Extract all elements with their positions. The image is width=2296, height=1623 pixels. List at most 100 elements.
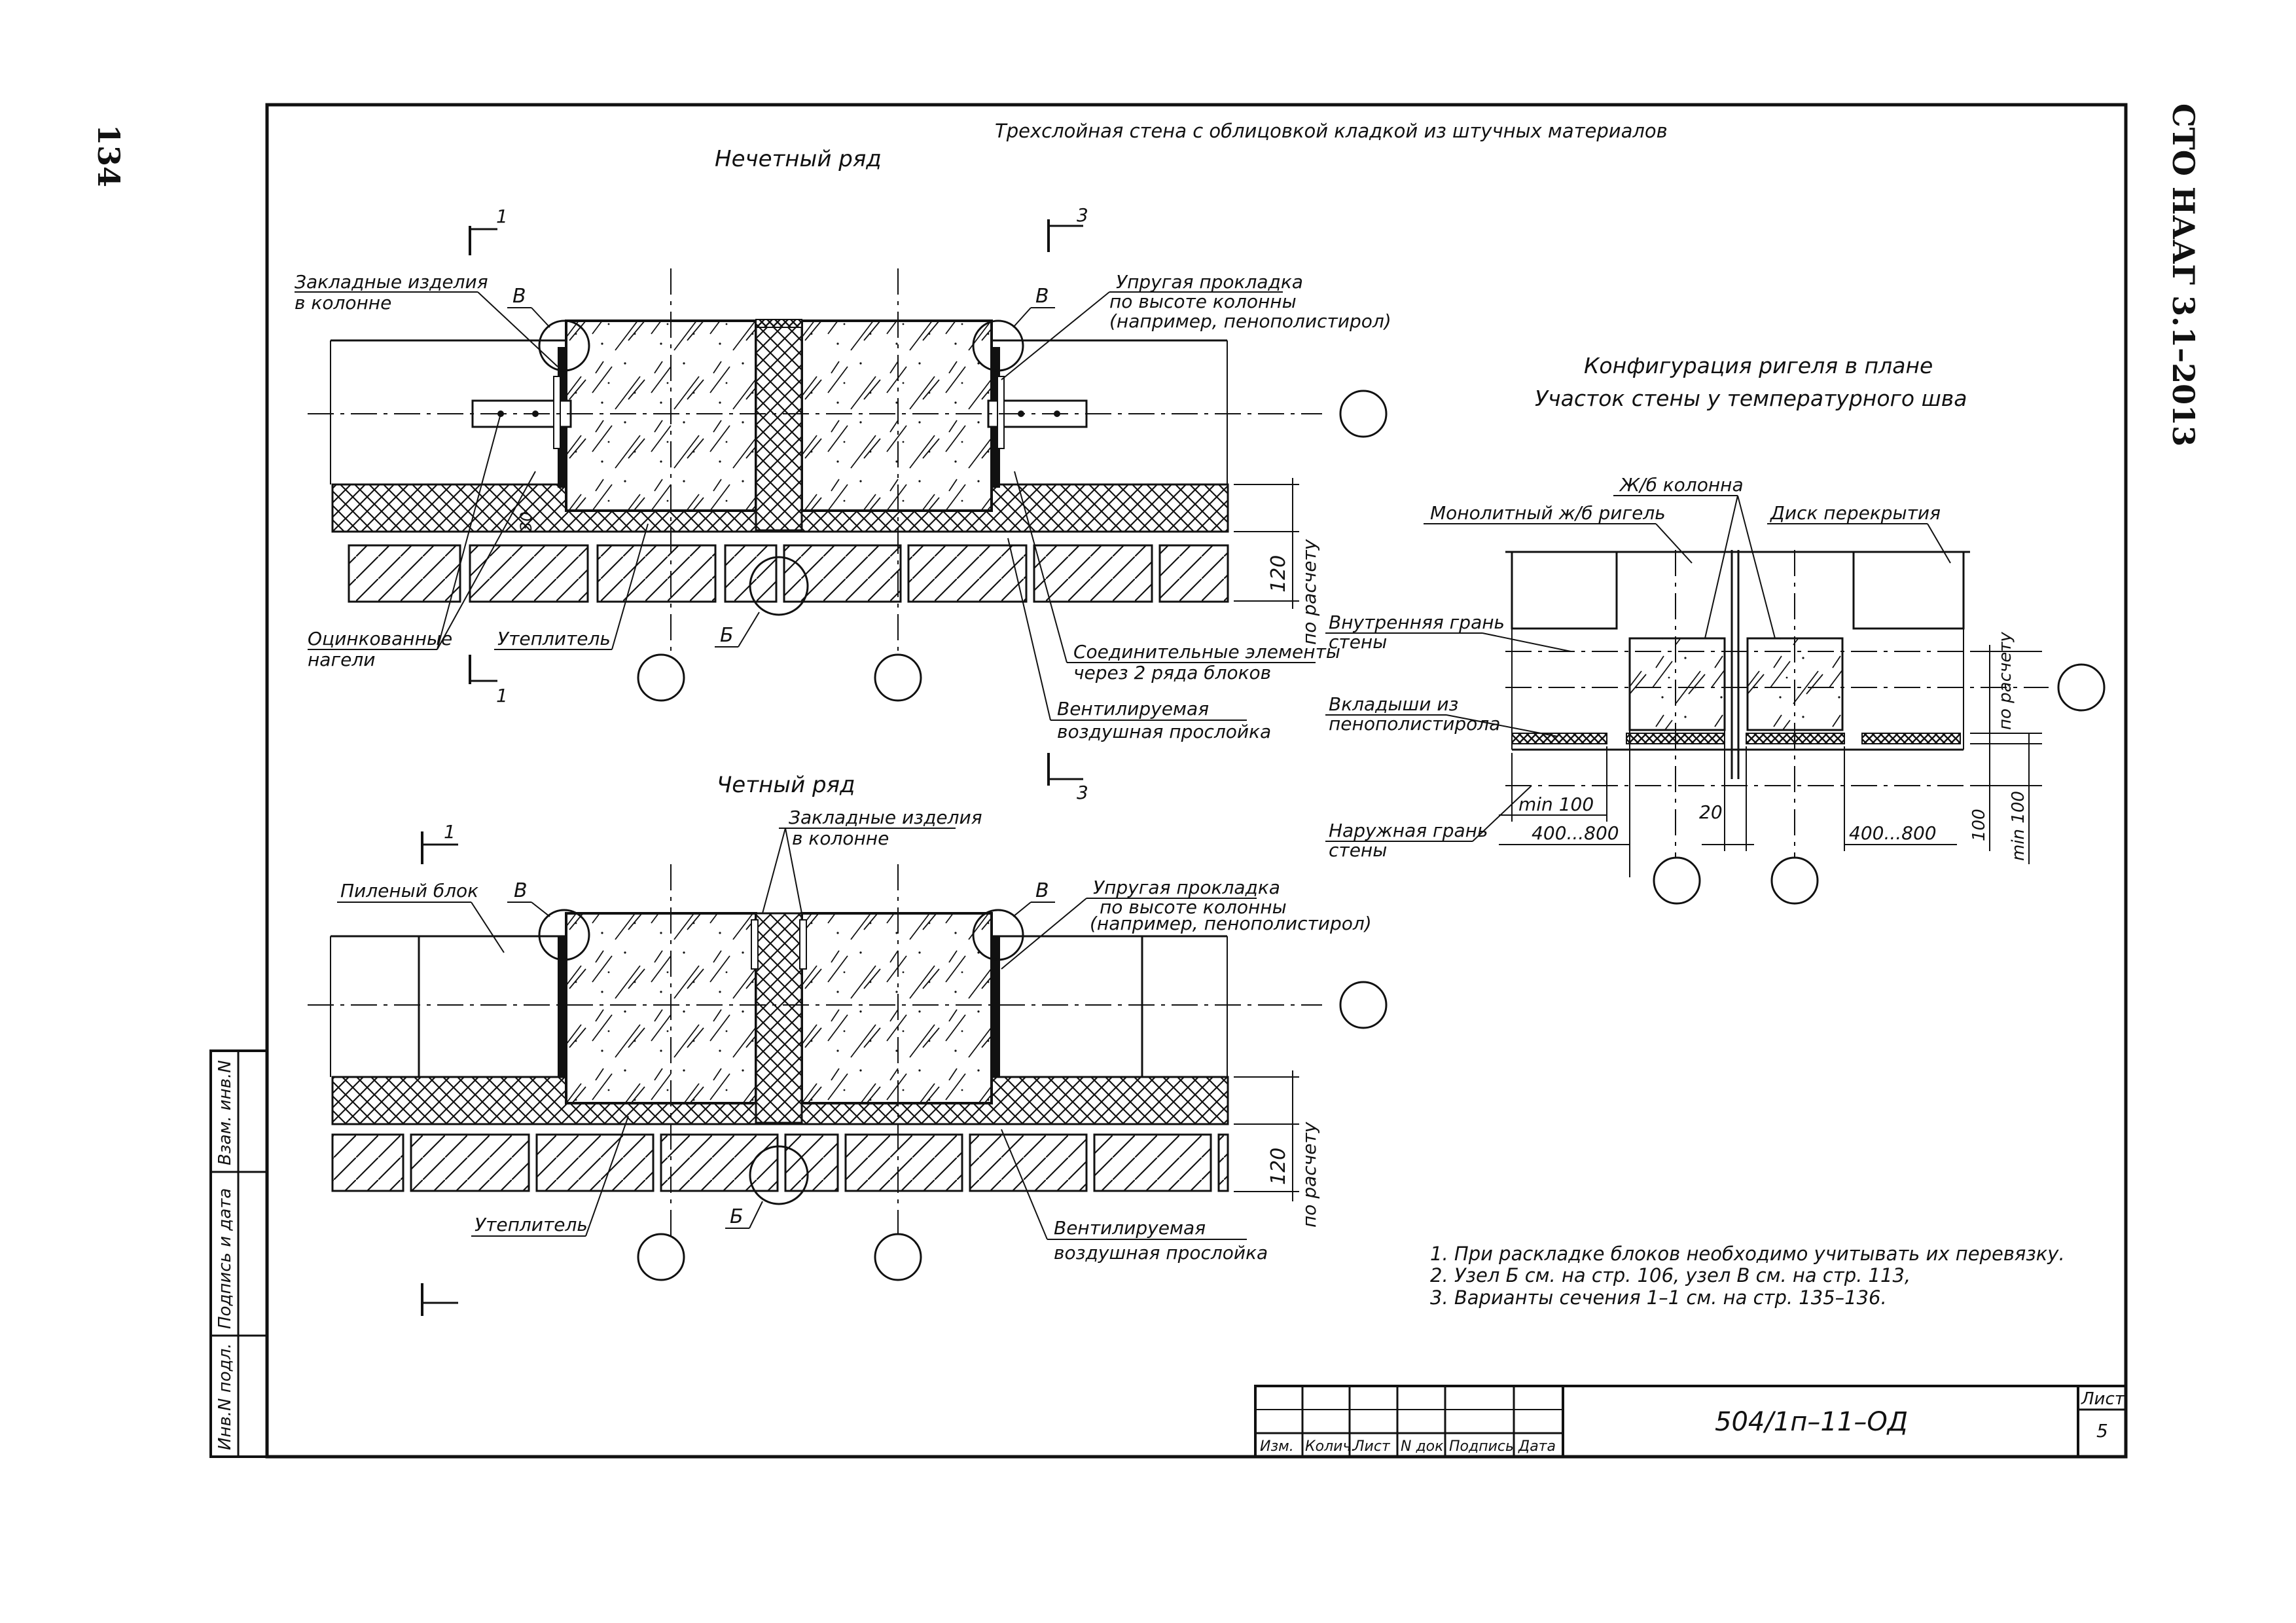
section-mark-1-even-bottom: [421, 1283, 458, 1316]
label-ventilated-2: воздушная прослойка: [1057, 721, 1271, 742]
side-stamp-sign-date: Подпись и дата: [215, 1188, 235, 1329]
note-2: 2. Узел Б см. на стр. 106, узел В см. на…: [1430, 1264, 1910, 1286]
node-b-even: [749, 1145, 809, 1205]
plan-column-left: [1628, 637, 1726, 731]
side-stamp-replace-inv: Взам. инв.N: [215, 1060, 235, 1165]
odd-row-title: Нечетный ряд: [715, 146, 882, 172]
axis-marker: [1653, 856, 1701, 905]
stamp-col-kolich: Колич.: [1305, 1438, 1355, 1455]
elastic-pad-right-even: [992, 936, 1000, 1077]
side-stamp-inv-orig: Инв.N подл.: [215, 1343, 235, 1450]
plan-title-2: Участок стены у температурного шва: [1535, 386, 1967, 411]
note-1: 1. При раскладке блоков необходимо учиты…: [1430, 1243, 2065, 1265]
section-mark-1-top: 1: [469, 206, 508, 255]
page-number: 134: [91, 124, 126, 187]
node-v-left-even: [538, 909, 590, 961]
label-ventilated-even-1: Вентилируемая: [1054, 1217, 1206, 1239]
stamp-col-list: Лист: [1353, 1438, 1391, 1455]
axis-marker: [637, 653, 685, 702]
label-inner-face-2: стены: [1329, 631, 1387, 653]
dim-range-right: 400...800: [1849, 822, 1937, 844]
stamp-col-izm: Изм.: [1260, 1438, 1294, 1455]
node-v-right-even: [972, 909, 1024, 961]
section-mark-3-top: 3: [1047, 204, 1088, 252]
stamp-col-podpis: Подпись: [1449, 1438, 1514, 1455]
facing-bricks: [348, 544, 1229, 603]
facing-bricks-even: [331, 1133, 1229, 1192]
label-insulation: Утеплитель: [497, 628, 611, 649]
column-left: [565, 319, 757, 512]
even-row-title: Четный ряд: [717, 772, 855, 798]
svg-text:1: 1: [444, 821, 456, 843]
svg-text:3: 3: [1077, 782, 1088, 803]
node-v-right: [972, 319, 1024, 372]
dim-plan-min100: min 100: [2009, 791, 2028, 861]
dim-odd-120: 120: [1267, 555, 1290, 593]
column-left-even: [565, 912, 757, 1104]
label-sawn-block: Пиленый блок: [340, 880, 478, 902]
section-mark-3-bottom: 3: [1047, 753, 1088, 803]
label-node-v-left: В: [512, 285, 526, 308]
stamp-col-ndok: N док.: [1401, 1438, 1448, 1455]
plan-title-1: Конфигурация ригеля в плане: [1584, 353, 1933, 378]
plan-section: Конфигурация ригеля в плане Участок стен…: [1325, 353, 2106, 905]
svg-text:3: 3: [1077, 204, 1088, 226]
stamp-sheet-number: 5: [2096, 1420, 2108, 1442]
dim-range-left: 400...800: [1532, 822, 1619, 844]
label-elastic-pad-even-3: (например, пенополистирол): [1090, 913, 1372, 934]
column-right-even: [800, 912, 993, 1104]
label-embedded-parts-1: Закладные изделия: [295, 271, 488, 293]
label-node-v-right-even: В: [1035, 879, 1049, 902]
stamp-col-data: Дата: [1518, 1438, 1556, 1455]
label-ventilated-1: Вентилируемая: [1057, 698, 1209, 720]
expansion-joint-fill-even: [755, 912, 803, 1124]
label-monolithic-beam: Монолитный ж/б ригель: [1430, 502, 1666, 524]
dim-plan-100: 100: [1969, 809, 1989, 841]
node-v-left: [538, 319, 590, 372]
label-embedded-parts-even-2: в колонне: [792, 828, 889, 849]
label-elastic-pad-2: по высоте колонны: [1109, 291, 1297, 312]
axis-marker: [874, 653, 922, 702]
label-elastic-pad-even-1: Упругая прокладка: [1093, 877, 1280, 898]
axis-marker: [874, 1233, 922, 1281]
axis-marker: [1339, 981, 1388, 1029]
label-ventilated-even-2: воздушная прослойка: [1054, 1242, 1268, 1264]
label-outer-face-2: стены: [1329, 839, 1387, 861]
stamp-sheet-label: Лист: [2081, 1389, 2125, 1409]
label-floor-disk: Диск перекрытия: [1769, 502, 1941, 524]
plan-inserts: [1511, 733, 1961, 744]
odd-row-section: Нечетный ряд 1 1 3 3: [295, 146, 1391, 803]
note-3: 3. Варианты сечения 1–1 см. на стр. 135–…: [1430, 1286, 1887, 1309]
dim-even-120: 120: [1267, 1148, 1290, 1185]
svg-text:1: 1: [496, 685, 508, 706]
section-mark-1-even-top: 1: [421, 821, 458, 864]
label-node-b-even: Б: [730, 1205, 744, 1228]
label-connecting-2: через 2 ряда блоков: [1073, 662, 1271, 684]
label-elastic-pad-1: Упругая прокладка: [1116, 271, 1303, 293]
svg-text:1: 1: [496, 206, 508, 227]
label-outer-face-1: Наружная грань: [1329, 820, 1488, 841]
label-rc-column: Ж/б колонна: [1619, 474, 1744, 496]
dim-plan-calc: по расчету: [1996, 632, 2015, 730]
axis-marker: [2057, 663, 2106, 712]
elastic-pad-left-even: [558, 936, 565, 1077]
label-node-v-left-even: В: [514, 879, 528, 902]
axis-marker: [1339, 390, 1388, 438]
dim-min100: min 100: [1518, 793, 1594, 815]
title-block: Изм. Колич. Лист N док. Подпись Дата 504…: [1254, 1385, 2127, 1458]
label-insulation-even: Утеплитель: [475, 1214, 588, 1235]
node-b: [749, 556, 809, 616]
label-node-b: Б: [720, 624, 734, 647]
label-inserts-1: Вкладыши из: [1329, 693, 1458, 715]
section-mark-1-bottom: 1: [469, 655, 508, 706]
label-connecting-1: Соединительные элементы: [1073, 641, 1340, 663]
column-right: [800, 319, 993, 512]
label-node-v-right: В: [1035, 285, 1049, 308]
stamp-doc-code: 504/1п–11–ОД: [1715, 1407, 1908, 1437]
label-embedded-parts-2: в колонне: [295, 292, 391, 314]
dim-even-calc: по расчету: [1299, 1122, 1320, 1228]
dim-odd-30: 30: [517, 511, 535, 532]
expansion-joint-fill: [755, 319, 803, 532]
label-inserts-2: пенополистирола: [1329, 713, 1500, 735]
